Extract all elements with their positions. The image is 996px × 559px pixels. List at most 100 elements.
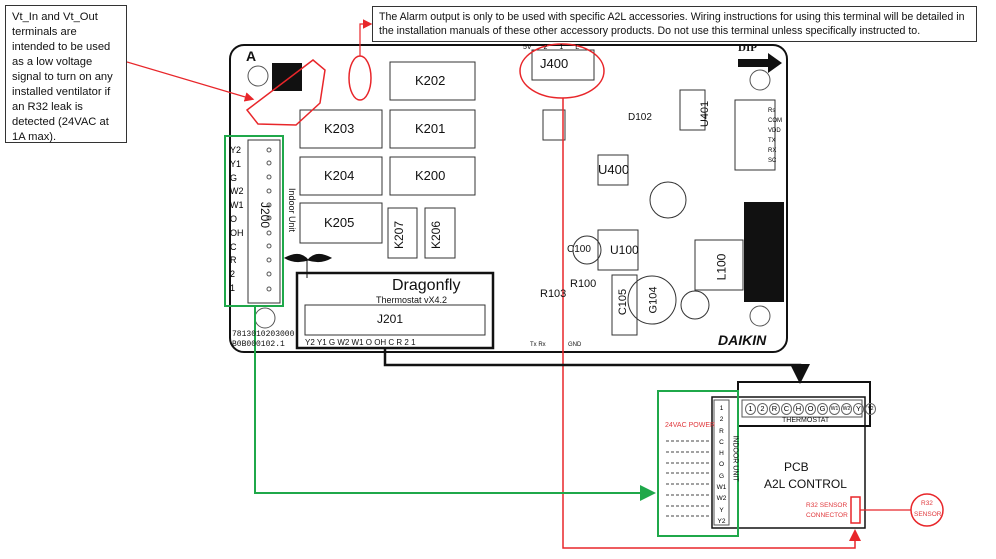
terminal: 2 (757, 403, 768, 415)
mounting-hole (247, 65, 269, 87)
serial-number: B0B000102.1 (232, 340, 285, 349)
pin-label: COM (768, 118, 782, 124)
daikin-logo: DAIKIN (718, 332, 767, 348)
terminal: H (793, 403, 804, 415)
j201-pin-labels: Y2 Y1 G W2 W1 O OH C R 2 1 (305, 338, 416, 347)
terminal: Y (853, 403, 864, 415)
component-label: G104 (647, 286, 660, 314)
a2l-title: PCB (784, 460, 809, 474)
pin-label: RX (768, 148, 777, 154)
j201-highlight (295, 271, 495, 350)
sensor-wire (562, 98, 861, 549)
a2l-subtitle: A2L CONTROL (764, 477, 847, 491)
alarm-output-callout: The Alarm output is only to be used with… (372, 6, 977, 42)
relay-label: K206 (429, 220, 444, 250)
dip-label: DIP (738, 42, 757, 54)
mounting-hole (749, 69, 771, 91)
indoor-terminal-block (713, 399, 730, 526)
pin-label: 2 (543, 44, 548, 51)
relay-label: K201 (415, 121, 446, 136)
indoor-highlight (657, 390, 739, 537)
terminal: H (719, 450, 724, 458)
component-label: U400 (598, 162, 630, 177)
terminal: W1 (716, 484, 727, 492)
terminal: Y2 (865, 403, 876, 415)
component-label: L100 (714, 253, 729, 281)
pin-label: SC (768, 158, 777, 164)
vt-terminal-highlight (245, 59, 326, 126)
power-dashes (666, 440, 710, 517)
terminal: G (817, 403, 828, 415)
pin-label: G (230, 172, 238, 183)
component-label: C105 (617, 288, 630, 316)
terminal: W2 (716, 495, 727, 503)
relay-label: K203 (324, 121, 355, 136)
pcb-board (229, 44, 788, 353)
sensor-connector-label: CONNECTOR (806, 512, 848, 519)
tx-rx-label: Tx Rx (530, 342, 546, 348)
j200-label: J200 (258, 201, 273, 229)
indoor-wire (254, 306, 656, 501)
terminal: R (769, 403, 780, 415)
pin-label: TX (768, 138, 776, 144)
pin-label: 1 (230, 282, 236, 293)
terminal: R (719, 427, 724, 435)
alarm-connector-pins: 5V 2 1 L (523, 44, 579, 51)
pin-label: VDD (768, 128, 781, 134)
relays (299, 61, 476, 259)
relay-label: K202 (415, 73, 446, 88)
pin-label: 1 (559, 44, 564, 51)
relay-label: K204 (324, 168, 355, 183)
terminal: C (719, 438, 724, 446)
j200-pins (266, 147, 272, 292)
pin-label: O (230, 213, 238, 224)
thermostat-wire (383, 348, 810, 384)
terminal: W1 (829, 403, 840, 415)
pin-label: Rs (768, 108, 776, 114)
relay-label: K205 (324, 215, 355, 230)
pin-label: 5V (523, 44, 532, 51)
alarm-callout-arrow (359, 19, 373, 56)
terminal: O (805, 403, 816, 415)
vt-terminals-callout: Vt_In and Vt_Out terminals are intended … (5, 5, 127, 143)
j201-label: J201 (377, 312, 404, 326)
gnd-label: GND (568, 342, 582, 348)
terminal: Y2 (717, 517, 726, 525)
j201-connector (304, 304, 486, 336)
terminal: W2 (841, 403, 852, 415)
terminal: O (718, 461, 725, 469)
component-label: U401 (699, 100, 712, 128)
j200-connector (247, 139, 281, 304)
indoor-unit-side-label: Indoor Unit (287, 187, 298, 233)
terminal: Y (719, 506, 724, 514)
terminal: 1 (745, 403, 756, 415)
component-label: U100 (610, 243, 639, 257)
terminal: C (781, 403, 792, 415)
dragonfly-logo (283, 254, 333, 278)
mounting-hole (749, 305, 771, 327)
pin-label: W1 (230, 200, 244, 211)
serial-number: 7813010203000 (232, 330, 295, 339)
pin-label: C (230, 241, 237, 252)
pin-label: L (575, 44, 580, 51)
pin-label: R (230, 255, 237, 266)
r32-sensor (910, 493, 944, 527)
power-label: 24VAC POWER (665, 422, 716, 429)
pin-label: OH (230, 227, 244, 238)
component-label: R103 (540, 288, 567, 300)
pin-label: W2 (230, 186, 244, 197)
component-label: C100 (567, 244, 591, 255)
components (531, 49, 776, 336)
terminal: 1 (719, 405, 724, 412)
component-label: R100 (570, 278, 597, 290)
component-label: J400 (540, 56, 569, 71)
pin-label: 2 (230, 269, 236, 280)
relay-label: K207 (392, 220, 407, 250)
thermostat-label: THERMOSTAT (782, 417, 830, 424)
product-version: Thermostat vX4.2 (376, 295, 448, 305)
heatsink (744, 202, 784, 302)
